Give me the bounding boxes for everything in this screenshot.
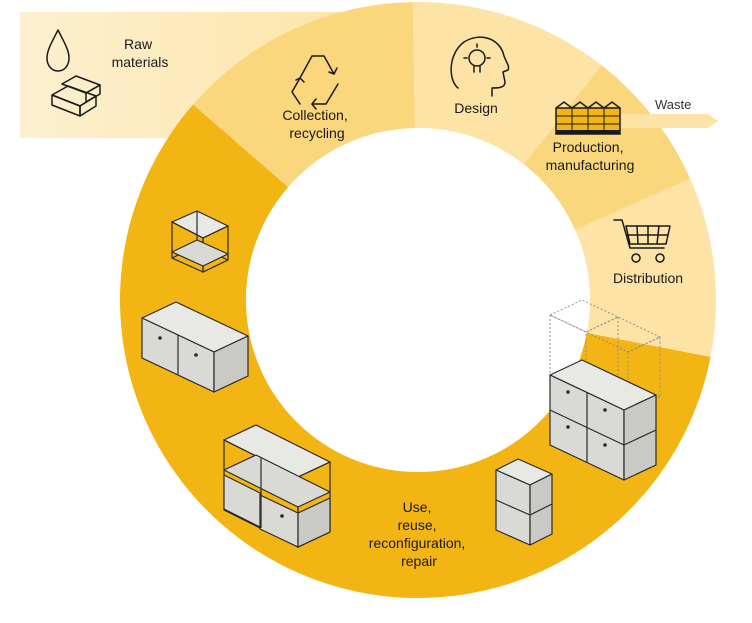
- raw-materials-stage: Raw materials: [46, 29, 169, 117]
- ring-sector-design: [412, 1, 602, 165]
- ring-sector-distribution: [575, 178, 716, 357]
- droplet-icon: [46, 29, 70, 72]
- modular-furniture-icon: [141, 210, 662, 548]
- distribution-stage: Distribution: [613, 219, 683, 286]
- ring-center: [246, 128, 590, 472]
- raw-materials-label: Raw materials: [112, 36, 169, 70]
- collection-stage: Collection, recycling: [282, 55, 351, 141]
- use-label: Use, reuse, reconfiguration, repair: [369, 499, 469, 569]
- waste-label: Waste: [655, 97, 691, 112]
- recycle-icon: [291, 55, 339, 110]
- furniture-open-shelf: [223, 424, 331, 548]
- head-lightbulb-icon: [450, 36, 510, 97]
- furniture-expandable-unit: [548, 299, 662, 481]
- ring-sector-production: [523, 65, 691, 231]
- waste-arrow: [618, 114, 718, 128]
- factory-icon: [555, 101, 621, 135]
- furniture-open-cube: [171, 210, 229, 273]
- ring-sector-collection: [193, 2, 415, 188]
- design-stage: Design: [450, 36, 510, 116]
- furniture-tall-unit: [495, 458, 553, 546]
- gold-bars-icon: [51, 75, 101, 117]
- design-label: Design: [454, 100, 498, 116]
- production-label: Production, manufacturing: [546, 139, 635, 173]
- distribution-label: Distribution: [613, 270, 683, 286]
- collection-label: Collection, recycling: [282, 107, 351, 141]
- furniture-low-unit: [141, 301, 249, 393]
- production-stage: Production, manufacturing: [546, 101, 635, 173]
- shopping-cart-icon: [613, 219, 671, 263]
